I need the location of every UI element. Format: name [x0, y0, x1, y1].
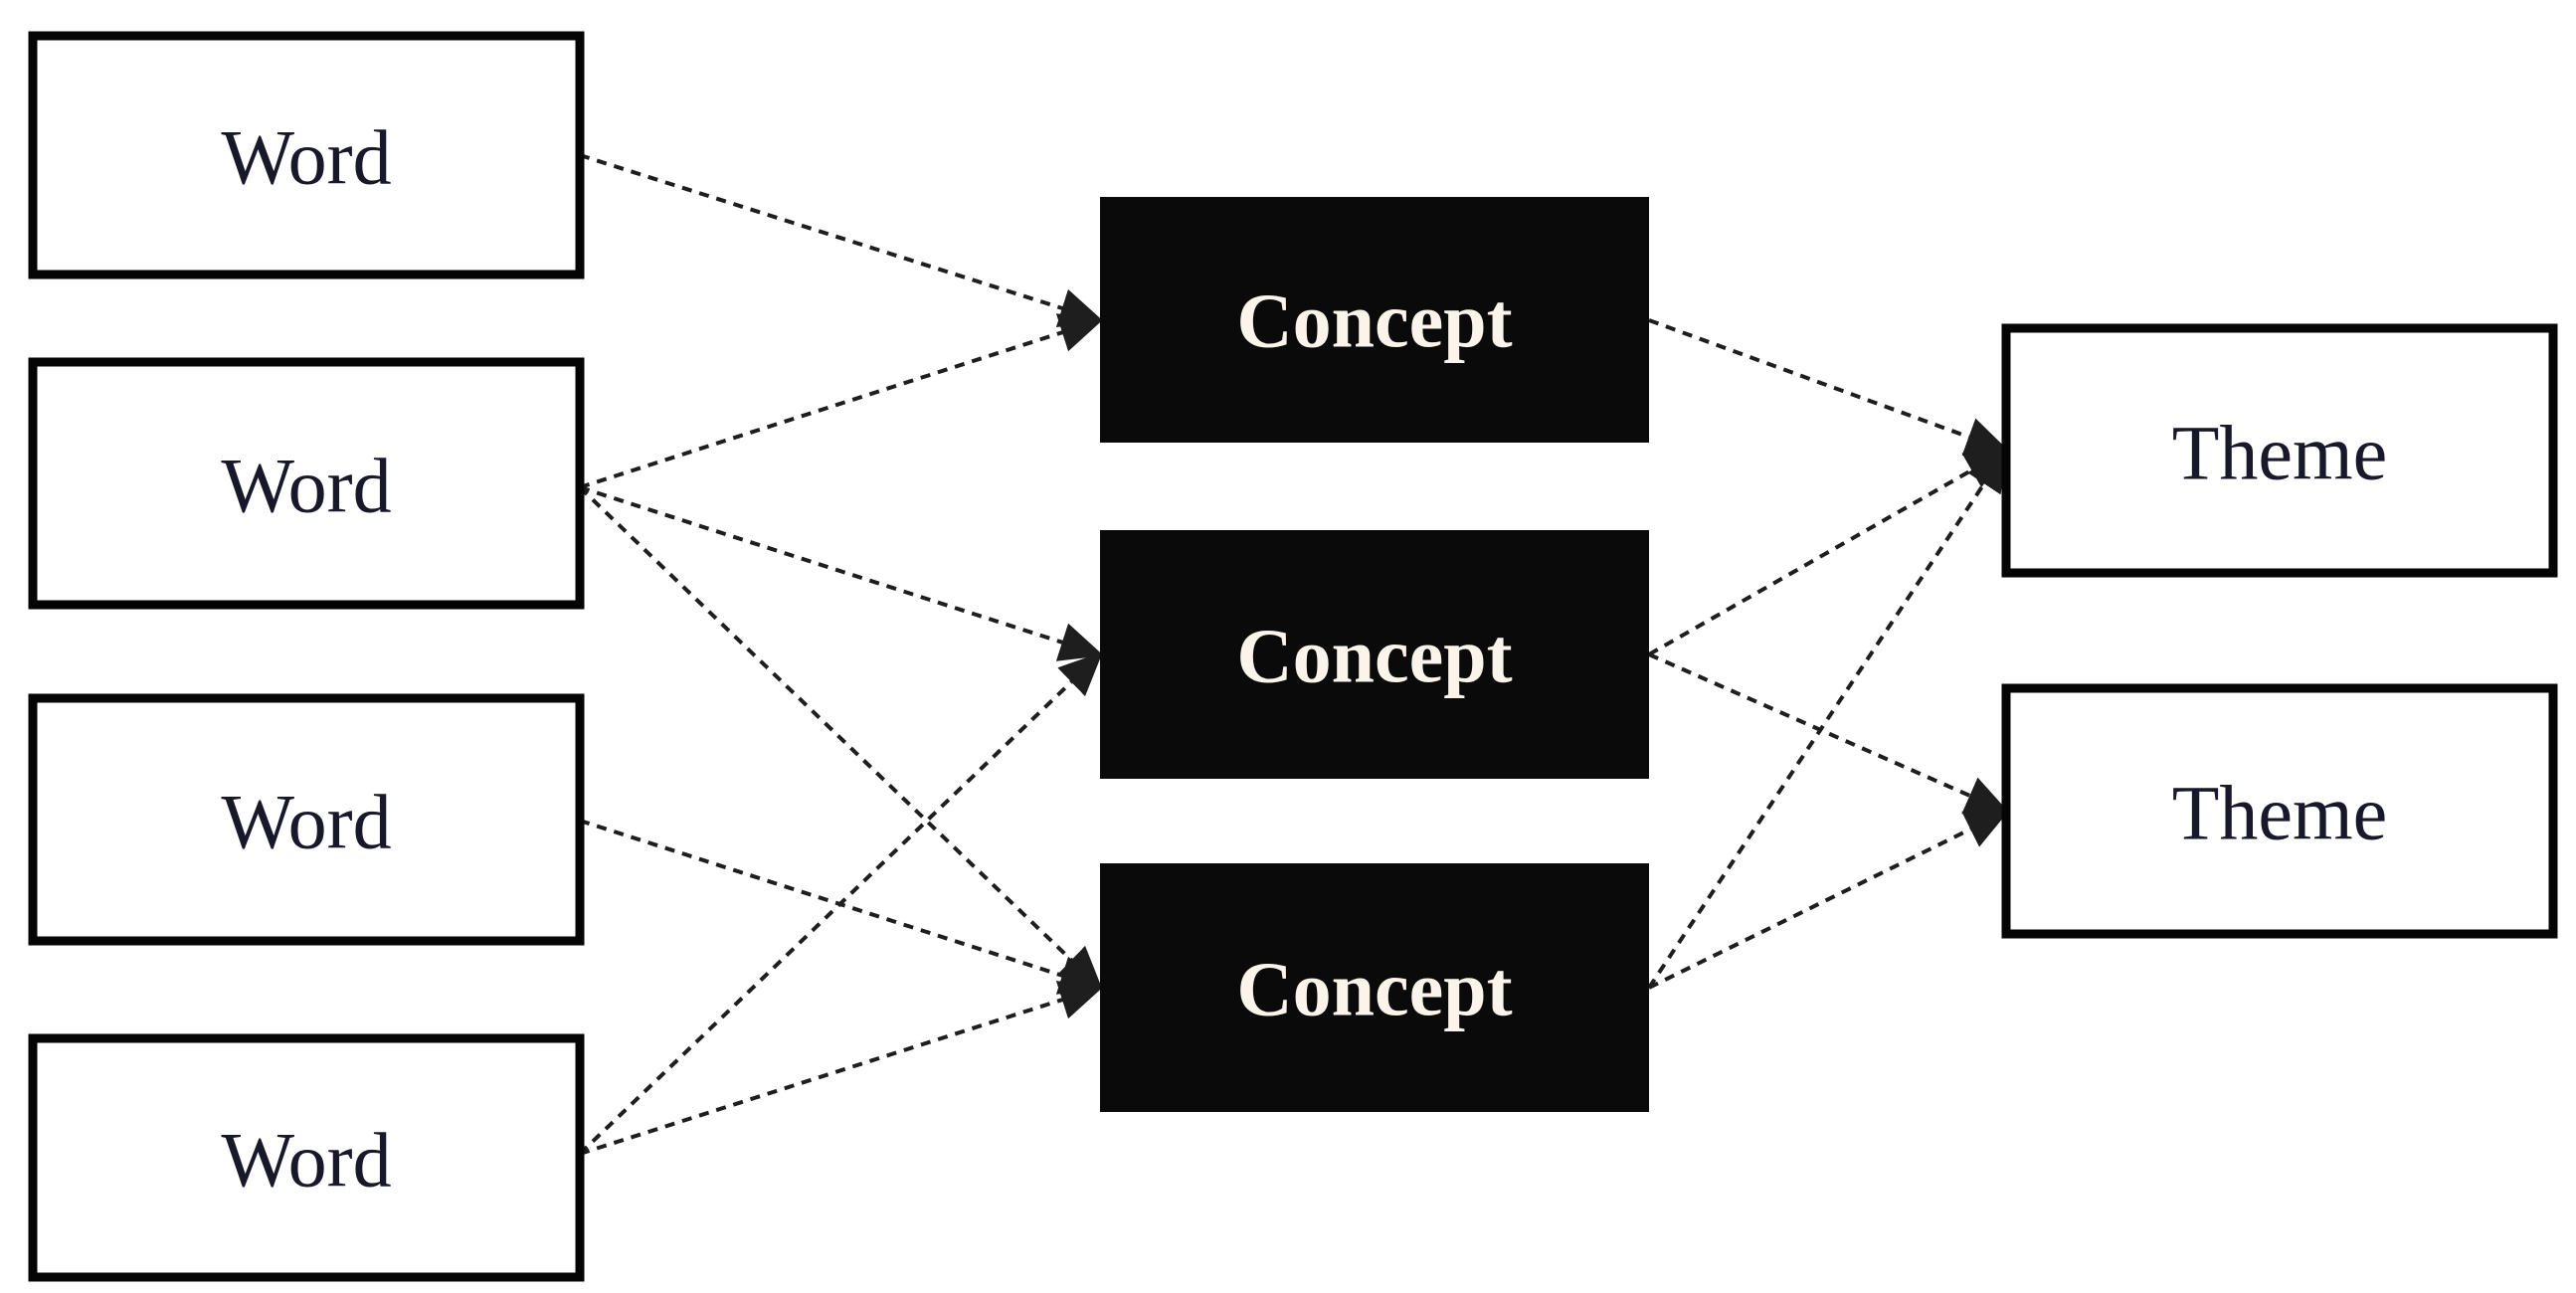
word4-label: Word — [221, 1117, 391, 1203]
theme2-label: Theme — [2172, 770, 2388, 856]
edge-word4-concept3 — [579, 981, 1104, 1156]
theme1-label: Theme — [2172, 410, 2388, 496]
theme1-box — [2001, 323, 2558, 578]
word2-box — [28, 357, 585, 610]
edge-concept2-theme2 — [1648, 652, 2010, 815]
edge-concept3-theme2 — [1648, 810, 2010, 990]
concept1-box — [1100, 197, 1649, 443]
concept3-box — [1100, 863, 1649, 1112]
edge-word2-concept1 — [579, 313, 1104, 489]
word4-box — [28, 1033, 585, 1282]
word-column: Word Word Word Word — [28, 31, 585, 1282]
edge-word2-concept3 — [578, 485, 1103, 991]
theme-column: Theme Theme — [2001, 323, 2558, 939]
edges-word-to-concept — [578, 153, 1104, 1156]
concept2-label: Concept — [1236, 613, 1512, 699]
edge-concept1-theme1 — [1648, 318, 2010, 457]
edge-concept2-theme1 — [1648, 449, 2010, 656]
edges-concept-to-theme — [1647, 318, 2010, 990]
concept1-label: Concept — [1236, 277, 1512, 364]
edge-concept3-theme1 — [1647, 447, 2009, 990]
edge-word1-concept1 — [579, 153, 1104, 327]
concept2-box — [1100, 530, 1649, 779]
edge-word2-concept2 — [579, 485, 1104, 661]
word3-label: Word — [221, 779, 391, 865]
concept3-label: Concept — [1236, 946, 1512, 1032]
word1-box — [28, 31, 585, 279]
concept-column: Concept Concept Concept — [1100, 197, 1649, 1112]
edge-word4-concept2 — [578, 651, 1103, 1156]
theme2-box — [2001, 683, 2558, 939]
word1-label: Word — [221, 114, 391, 201]
word2-label: Word — [221, 443, 391, 529]
word3-box — [28, 693, 585, 946]
